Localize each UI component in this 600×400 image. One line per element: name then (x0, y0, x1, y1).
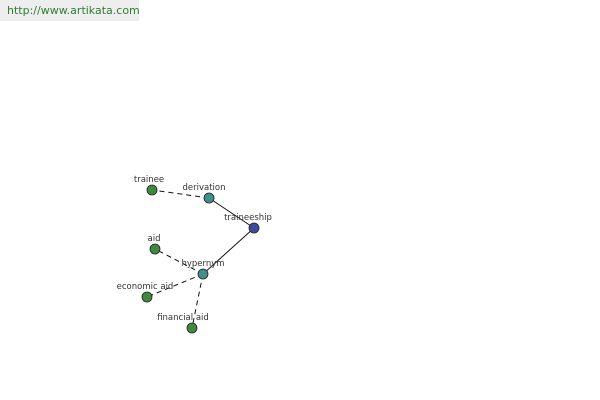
edge-derivation-trainee (151, 189, 210, 199)
label-financial-aid: financial aid (157, 313, 209, 323)
label-hypernym: hypernym (181, 259, 224, 269)
graph-edges (146, 189, 255, 329)
node-hypernym[interactable] (197, 268, 209, 280)
graph-labels: trainee derivation traineeship aid hyper… (117, 175, 272, 323)
label-aid: aid (148, 234, 161, 244)
site-url-link[interactable]: http://www.artikata.com (7, 4, 140, 17)
label-traineeship: traineeship (224, 213, 272, 223)
edge-hypernym-financial-aid (191, 273, 204, 329)
node-financial-aid[interactable] (186, 322, 198, 334)
url-banner: http://www.artikata.com (0, 0, 140, 21)
node-traineeship[interactable] (248, 222, 260, 234)
edge-traineeship-hypernym (202, 227, 255, 275)
node-economic-aid[interactable] (141, 291, 153, 303)
node-trainee[interactable] (146, 184, 158, 196)
graph-nodes (141, 184, 260, 334)
label-trainee: trainee (134, 175, 164, 185)
node-derivation[interactable] (203, 192, 215, 204)
edge-hypernym-economic-aid (146, 273, 204, 298)
label-economic-aid: economic aid (117, 282, 174, 292)
edge-traineeship-derivation (208, 197, 255, 229)
edge-hypernym-aid (154, 248, 204, 275)
label-derivation: derivation (182, 183, 225, 193)
node-aid[interactable] (149, 243, 161, 255)
